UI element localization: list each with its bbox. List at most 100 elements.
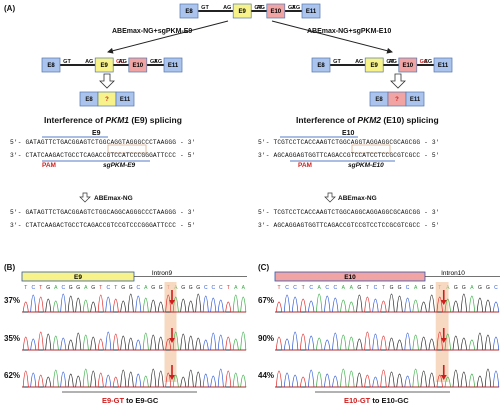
down-arrow-left — [99, 73, 115, 89]
right-product-label-3: E11 — [410, 97, 421, 103]
top-gene-exon-box-2 — [232, 3, 252, 19]
left-gene-junction-3: GC — [116, 59, 124, 65]
panel-c-base-26: G — [478, 285, 482, 291]
panel-c-base-28: C — [494, 285, 498, 291]
panel-b-base-15: G — [129, 285, 133, 291]
top-gene-junction-6: AG — [292, 5, 300, 11]
right-product-label-2: ? — [395, 97, 399, 103]
panel-b-base-22: G — [181, 285, 185, 291]
left-gene-junction-4: AG — [119, 59, 127, 65]
right-gene-exon-box-3 — [398, 57, 418, 73]
panel-c-base-27: G — [486, 285, 490, 291]
panel-b-base-29: A — [234, 285, 238, 291]
panel-b-base-3: T — [39, 285, 42, 291]
panel-c-base-11: G — [357, 285, 361, 291]
left-gene-junction-6: AG — [154, 59, 162, 65]
right-product-box-3 — [405, 91, 425, 107]
left-gene-exon-box-2 — [94, 57, 114, 73]
panel-c-highlight — [435, 282, 449, 382]
panel-b-base-17: A — [144, 285, 148, 291]
panel-b-base-5: A — [54, 285, 58, 291]
top-gene-exon-label-2: E9 — [239, 9, 247, 15]
panel-c-base-10: A — [350, 285, 354, 291]
panel-b-row-2-arrow-head — [169, 338, 175, 343]
panel-c-base-20: G — [430, 285, 434, 291]
left-seq-exon: E9 — [92, 130, 101, 137]
panel-c-base-19: G — [422, 285, 426, 291]
panel-b-base-1: T — [24, 285, 27, 291]
panel-c-base-25: A — [470, 285, 474, 291]
left-seq-line-4: 3'- CTATCAAGACTGCCTCAGACCGTCCGTCCCGGGATT… — [10, 222, 196, 229]
panel-c-base-17: C — [406, 285, 410, 291]
right-seq-line-4: 3'- AGCAGGAGTGGTTCAGACCGTCCGTCCTCCGCGTCG… — [258, 222, 440, 229]
left-gene-exon-box-3 — [128, 57, 148, 73]
panel-b-pct-3: 62% — [4, 371, 21, 380]
panel-b-base-13: T — [114, 285, 117, 291]
right-target-box — [351, 144, 391, 154]
left-product-label-2: ? — [105, 97, 109, 103]
panel-b-base-12: C — [106, 285, 110, 291]
panel-b-exon-bar-label: E9 — [74, 274, 82, 281]
panel-c-base-7: C — [325, 285, 329, 291]
top-gene-exon-label-1: E8 — [185, 9, 193, 15]
left-gene-junction-2: AG — [85, 59, 93, 65]
right-seq-line-1: 5'- TCGTCCTCACCAAGTCTGGCAGGTAGGAGGCGCAGC… — [258, 139, 440, 146]
panel-label-a: (A) — [4, 4, 16, 13]
right-seq-line-2: 3'- AGCAGGAGTGGTTCAGACCGTCCATCCTCCGCGTCG… — [258, 152, 440, 159]
panel-c-row-1-arrow-head — [440, 300, 447, 305]
panel-c-base-16: G — [398, 285, 402, 291]
panel-b-base-27: C — [219, 285, 223, 291]
panel-c-row-2-arrow-head — [440, 338, 447, 343]
left-gene-exon-box-4 — [163, 57, 183, 73]
left-title: Interference of PKM1 (E9) splicing — [44, 115, 182, 125]
panel-c-base-4: T — [302, 285, 305, 291]
right-gene-junction-6: AG — [424, 59, 432, 65]
right-gene-exon-label-3: E10 — [402, 63, 413, 69]
panel-c-pct-3: 44% — [258, 371, 275, 380]
panel-c-row-3-trace-C — [275, 369, 500, 388]
panel-b-base-16: C — [136, 285, 140, 291]
panel-label-c: (C) — [258, 263, 270, 272]
panel-c-caption: E10-GT to E10-GC — [344, 396, 409, 405]
panel-b-pct-1: 37% — [4, 296, 21, 305]
panel-b-base-6: C — [61, 285, 65, 291]
panel-b-row-3-trace-T — [22, 370, 246, 388]
panel-b-base-9: A — [84, 285, 88, 291]
right-gene-junction-1: GT — [333, 59, 341, 65]
right-gene-junction-5: GC — [420, 59, 428, 65]
panel-b-row-3-trace-C — [22, 368, 246, 388]
right-gene-junction-2: AG — [355, 59, 363, 65]
panel-label-b: (B) — [4, 263, 16, 272]
branch-label-left: ABEmax-NG+sgPKM-E9 — [112, 28, 193, 35]
right-gene-exon-label-4: E11 — [438, 63, 449, 69]
panel-b: E9Intron9TCTGACGGAGTCTGGCAGGTAGGGCCCTAA — [21, 270, 247, 393]
panel-c-row-1-trace-T — [275, 296, 499, 313]
panel-c-base-24: G — [462, 285, 466, 291]
left-product: E8?E11 — [79, 91, 135, 107]
right-product: E8?E11 — [369, 91, 425, 107]
top-gene-exon-label-3: E10 — [270, 9, 281, 15]
left-gene-exon-label-1: E8 — [47, 63, 55, 69]
down-arrow-right-seq — [324, 192, 336, 203]
panel-c-base-23: G — [454, 285, 458, 291]
panel-c-base-14: T — [382, 285, 385, 291]
panel-b-row-1-trace-A — [22, 294, 247, 313]
top-gene-exon-box-1 — [179, 3, 199, 19]
panel-c-pct-2: 90% — [258, 334, 275, 343]
panel-c-pct-1: 67% — [258, 296, 275, 305]
right-sg-label: sgPKM-E10 — [348, 162, 384, 169]
panel-b-caption: E9-GT to E9-GC — [102, 396, 159, 405]
top-gene-exon-label-4: E11 — [306, 9, 317, 15]
panel-c-base-15: G — [390, 285, 394, 291]
panel-b-base-19: G — [159, 285, 163, 291]
right-gene-exon-label-1: E8 — [317, 63, 325, 69]
panel-b-highlight — [164, 282, 177, 382]
panel-b-row-1-arrow-head — [169, 300, 175, 305]
left-gene-junction-5: GT — [150, 59, 158, 65]
left-gene-exon-label-3: E10 — [132, 63, 143, 69]
panel-b-base-23: G — [189, 285, 193, 291]
panel-c-exon-bar-label: E10 — [344, 274, 356, 281]
